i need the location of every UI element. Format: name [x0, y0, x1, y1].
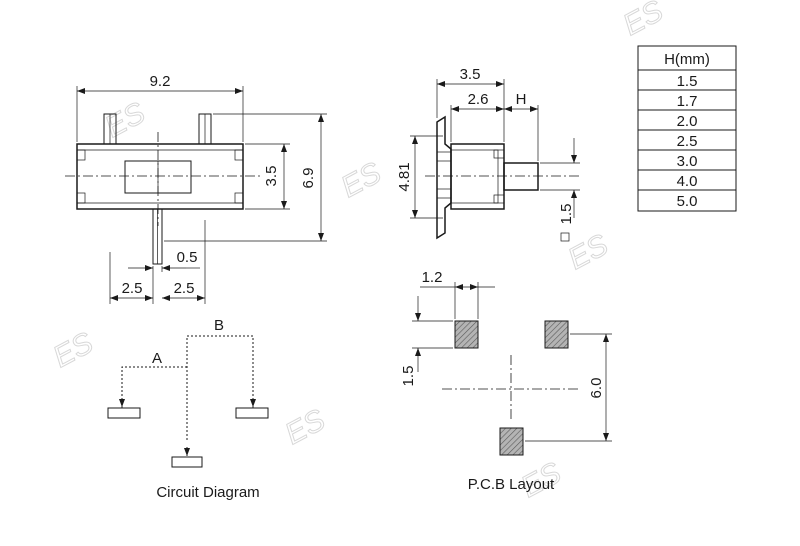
watermark-text: ES	[618, 0, 669, 42]
mounting-bracket	[436, 115, 452, 240]
table-cell: 5.0	[677, 193, 698, 210]
watermark-text: ES	[336, 156, 387, 204]
dim-pad-height: 1.5	[400, 366, 417, 387]
circuit-label-a: A	[152, 350, 162, 367]
dim-pin-width: 0.5	[177, 249, 198, 266]
table-cell: 2.0	[677, 113, 698, 130]
dim-pitch-right: 2.5	[174, 280, 195, 297]
table-cell: 4.0	[677, 173, 698, 190]
dim-actuator-length: H	[516, 91, 527, 108]
h-dimension-table: H(mm) 1.5 1.7 2.0 2.5 3.0 4.0 5.0	[637, 45, 737, 212]
circuit-label-b: B	[214, 317, 224, 334]
watermark-group: ES ES ES ES ES ES ES	[47, 0, 669, 505]
side-housing	[450, 143, 505, 210]
watermark-text: ES	[48, 326, 99, 374]
dim-side-height: 4.81	[396, 162, 413, 191]
pcb-pad	[454, 320, 479, 349]
side-view: 3.5 2.6 H 4.81 1.5	[396, 66, 582, 242]
watermark-text: ES	[280, 403, 331, 451]
table-cell: 1.7	[677, 93, 698, 110]
dim-overall-height: 6.9	[300, 168, 317, 189]
table-cell: 2.5	[677, 133, 698, 150]
dim-body-depth: 2.6	[468, 91, 489, 108]
pcb-pad	[544, 320, 569, 349]
dim-depth: 3.5	[460, 66, 481, 83]
pcb-caption: P.C.B Layout	[468, 476, 555, 493]
circuit-caption: Circuit Diagram	[156, 484, 259, 501]
watermark-text: ES	[563, 228, 614, 276]
dim-body-height: 3.5	[263, 166, 280, 187]
table-cell: 3.0	[677, 153, 698, 170]
table-header: H(mm)	[664, 51, 710, 68]
dim-width: 9.2	[150, 73, 171, 90]
circuit-diagram: A B Circuit Diagram	[107, 317, 269, 501]
watermark-text: ES	[100, 96, 151, 144]
dim-pad-spacing: 6.0	[588, 378, 605, 399]
table-cell: 1.5	[677, 73, 698, 90]
circuit-terminal-common	[171, 456, 203, 468]
front-view: 9.2 3.5 6.9 2.5 2.5 0.5	[65, 73, 327, 304]
pcb-pad	[499, 427, 524, 456]
pcb-layout: 1.2 1.5 6.0 P.C.B Layout	[400, 269, 612, 493]
circuit-terminal-b	[235, 407, 269, 419]
dim-pitch-left: 2.5	[122, 280, 143, 297]
side-actuator	[503, 162, 539, 191]
switch-body	[76, 143, 244, 210]
circuit-terminal-a	[107, 407, 141, 419]
dim-actuator-size: 1.5	[558, 204, 575, 225]
dim-pad-width: 1.2	[422, 269, 443, 286]
